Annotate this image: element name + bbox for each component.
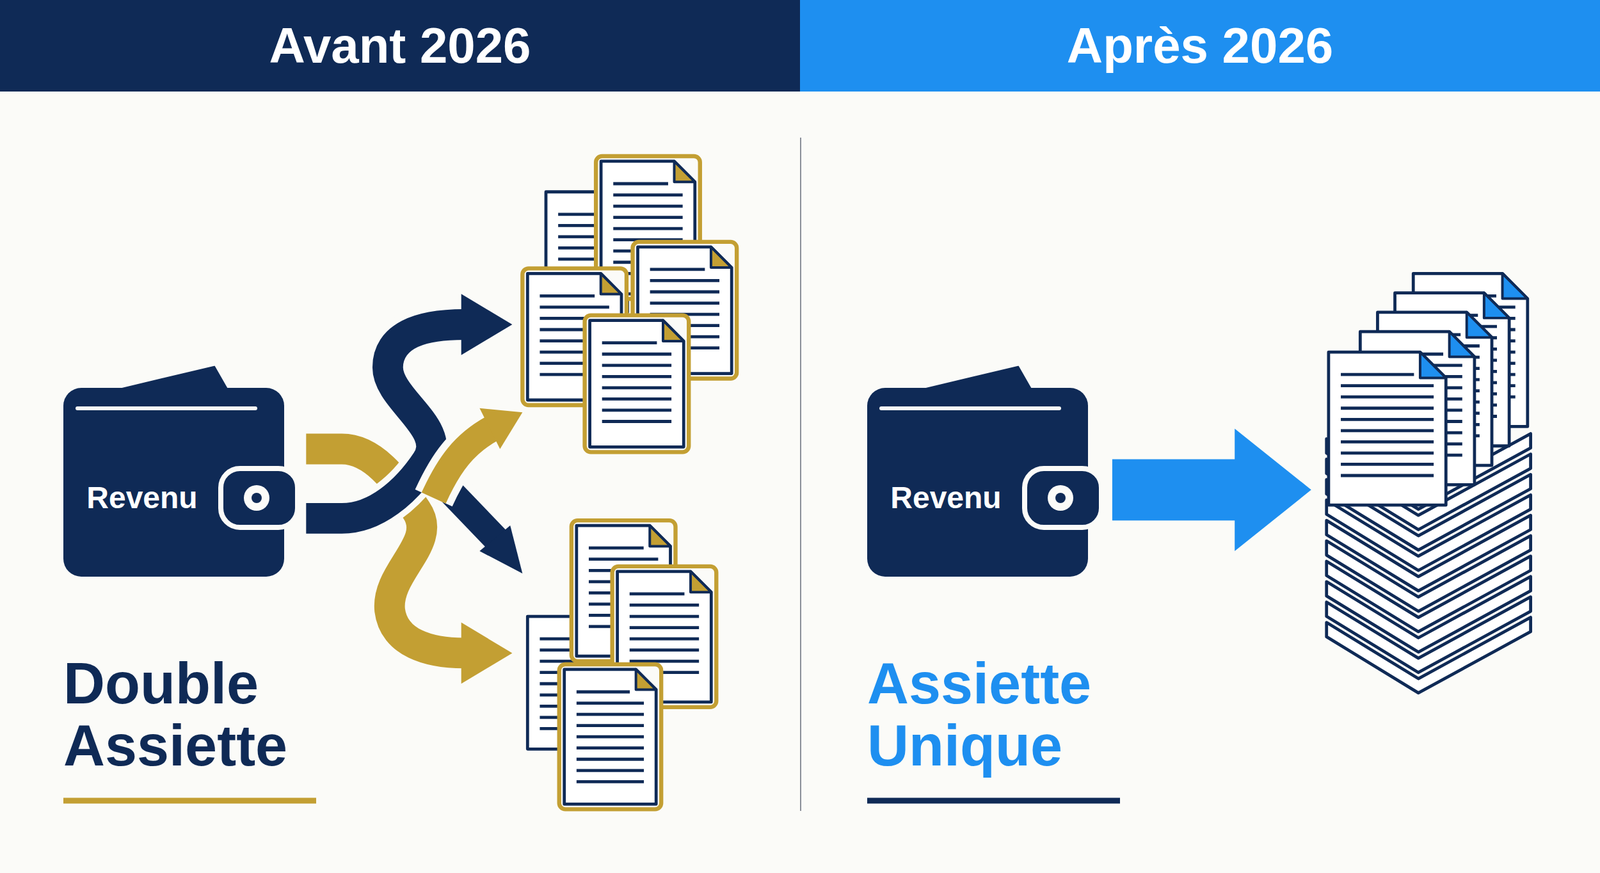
text-line: [576, 746, 644, 750]
text-line: [629, 603, 699, 607]
text-line: [576, 768, 644, 772]
text-line: [1340, 428, 1434, 432]
text-line: [539, 305, 609, 310]
document-corner: [1484, 293, 1510, 319]
text-line: [539, 294, 595, 298]
clasp-dot: [1055, 492, 1066, 504]
document-sheet: [564, 669, 656, 804]
wallet-label: Revenu: [86, 481, 198, 516]
header-band: Avant 2026: [0, 0, 800, 92]
wallet-icon: Revenu: [867, 362, 1106, 578]
document-corner: [711, 247, 732, 268]
text-line: [576, 712, 644, 717]
text-line: [588, 546, 644, 550]
text-line: [1340, 440, 1434, 444]
document-corner: [690, 571, 712, 592]
gold-arrow: [433, 428, 493, 498]
blue-arrow: [1112, 428, 1312, 552]
document-sheet: [1328, 352, 1446, 505]
text-line: [650, 290, 720, 294]
underline: [867, 798, 1120, 804]
text-line: [1340, 384, 1434, 388]
gold-arrowhead: [461, 622, 513, 685]
text-line: [602, 408, 672, 413]
text-line: [576, 723, 644, 728]
divider-line: [800, 137, 802, 811]
document-icon: [584, 315, 690, 453]
clasp-button: [243, 485, 270, 511]
text-line: [613, 193, 683, 197]
text-line: [613, 182, 669, 186]
text-line: [613, 215, 683, 219]
document-icon: [1328, 352, 1446, 505]
flow-arrows: [305, 293, 1311, 684]
text-line: [629, 648, 699, 652]
document-corner: [649, 525, 671, 546]
text-line: [602, 397, 672, 401]
document-corner: [1502, 273, 1528, 299]
document-corner: [663, 320, 684, 342]
wallet-fold: [881, 406, 1060, 411]
document-corner: [1466, 312, 1492, 338]
document-icon: [559, 664, 662, 809]
text-line: [602, 363, 672, 367]
navy-arrowhead: [461, 293, 513, 356]
arrow-halo: [433, 428, 493, 498]
text-line: [576, 735, 644, 739]
wallet-icon: Revenu: [63, 362, 302, 578]
wallet-label: Revenu: [890, 481, 1001, 516]
text-line: [576, 701, 644, 705]
text-line: [629, 625, 699, 630]
text-line: [613, 204, 683, 208]
text-line: [1340, 406, 1434, 410]
wallet-shape: [63, 362, 302, 578]
document-stacks: [522, 156, 1531, 809]
document-corner: [1449, 331, 1475, 357]
wallet-fold: [77, 406, 256, 411]
text-line: [602, 352, 672, 356]
section-label: Double Assiette: [63, 652, 397, 777]
clasp-button: [1047, 485, 1074, 511]
text-line: [650, 301, 720, 305]
document-corner: [674, 161, 696, 182]
header-band: Après 2026: [800, 0, 1600, 92]
text-line: [576, 690, 630, 694]
gold-arrowhead: [479, 408, 523, 450]
header-title: Après 2026: [1066, 18, 1334, 74]
wallet-shape: [867, 362, 1106, 578]
text-line: [576, 780, 644, 784]
document-corner: [600, 273, 622, 294]
text-line: [629, 637, 699, 641]
text-line: [576, 757, 644, 761]
text-line: [650, 279, 720, 283]
navy-arrowhead: [479, 525, 523, 574]
text-line: [588, 557, 658, 561]
text-line: [613, 227, 683, 231]
text-line: [650, 268, 706, 272]
text-line: [602, 341, 658, 345]
text-line: [629, 615, 699, 619]
clasp-dot: [251, 492, 262, 504]
document-corner: [636, 669, 657, 690]
document-frame: [559, 664, 662, 809]
text-line: [1340, 462, 1434, 466]
text-line: [1340, 395, 1434, 399]
wallet-clasp: [1024, 468, 1102, 528]
text-line: [1340, 373, 1414, 377]
header-title: Avant 2026: [268, 18, 531, 74]
text-line: [1340, 451, 1434, 456]
document-frame: [584, 315, 690, 453]
text-line: [602, 385, 672, 390]
underline: [63, 798, 317, 804]
text-line: [602, 419, 672, 424]
document-sheet: [590, 320, 685, 448]
text-line: [1340, 417, 1434, 422]
wallet-clasp: [220, 468, 298, 528]
text-line: [602, 375, 672, 379]
text-line: [1340, 474, 1434, 478]
document-corner: [1420, 352, 1446, 378]
section-label: Assiette Unique: [867, 652, 1200, 777]
text-line: [629, 592, 685, 596]
